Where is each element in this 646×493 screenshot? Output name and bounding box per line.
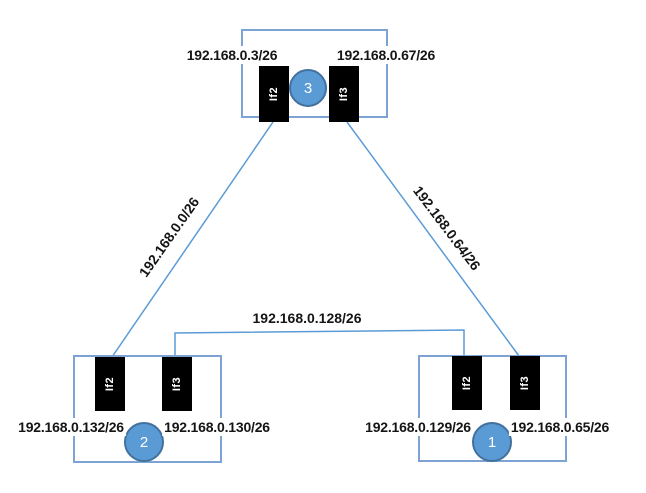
- interface-label: If3: [519, 375, 531, 391]
- ip-label-node1-if3: 192.168.0.65/26: [508, 418, 612, 436]
- ip-label-node3-if3: 192.168.0.67/26: [334, 46, 438, 64]
- interface-label: If2: [104, 376, 116, 392]
- ip-label-node3-if2: 192.168.0.3/26: [184, 46, 280, 64]
- router-number-badge-2: 2: [124, 422, 164, 462]
- link-line-2-to-1: [174, 329, 465, 356]
- router-number: 3: [303, 79, 313, 97]
- subnet-label-middle-link: 192.168.0.128/26: [249, 309, 365, 327]
- router-number-badge-3: 3: [289, 69, 327, 107]
- interface-label: If3: [171, 376, 183, 392]
- router-number: 1: [487, 433, 497, 451]
- interface-block-if3-node3: If3: [329, 66, 359, 122]
- interface-label: If2: [461, 375, 473, 391]
- router-number: 2: [139, 433, 149, 451]
- router-box-3: [241, 29, 388, 118]
- router-box-2: [73, 355, 222, 463]
- ip-label-node2-if2: 192.168.0.132/26: [16, 418, 126, 436]
- interface-label: If2: [268, 86, 280, 102]
- router-number-badge-1: 1: [472, 422, 512, 462]
- interface-block-if2-node3: If2: [259, 66, 289, 122]
- ip-label-node1-if2: 192.168.0.129/26: [363, 418, 473, 436]
- interface-block-if2-node1: If2: [452, 356, 482, 410]
- interface-block-if3-node2: If3: [162, 357, 192, 411]
- link-line-3-to-1: [346, 121, 520, 357]
- ip-label-node2-if3: 192.168.0.130/26: [162, 418, 272, 436]
- interface-block-if2-node2: If2: [95, 357, 125, 411]
- interface-block-if3-node1: If3: [510, 356, 540, 410]
- interface-label: If3: [338, 86, 350, 102]
- link-line-3-to-2: [111, 121, 274, 358]
